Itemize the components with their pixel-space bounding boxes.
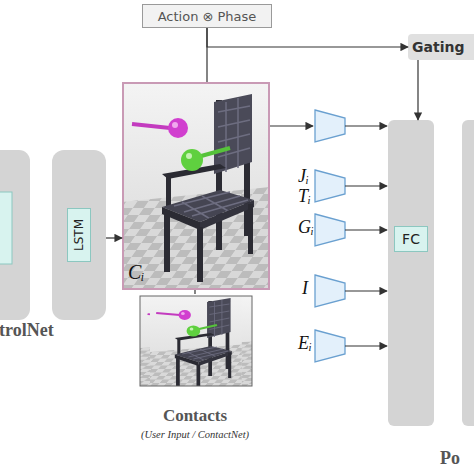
input-symbol: Gᵢ [298, 217, 314, 238]
contact-image-box: Cᵢ [122, 82, 270, 290]
network-name: Po [440, 448, 460, 469]
input-symbol: Tᵢ [298, 186, 311, 207]
input-symbol: Eᵢ [298, 333, 312, 354]
input-symbol: I [302, 278, 308, 299]
encoder-symbols [315, 110, 345, 362]
gating-box: Gating [408, 34, 474, 60]
fc-layer: FC [388, 120, 434, 426]
input-box: Action ⊗ Phase [142, 4, 272, 28]
connector [106, 237, 122, 238]
connector [194, 290, 195, 294]
network-bar [0, 150, 30, 320]
image-frame [140, 296, 252, 386]
input-symbol: Jᵢ [298, 166, 309, 187]
node-text: Cᵢ [128, 261, 145, 284]
node-text: Gating [412, 39, 464, 55]
contacts-box: Contacts (User Input / ContactNet) [110, 294, 280, 454]
node-text: LSTM [67, 208, 91, 262]
connector [206, 28, 207, 82]
network-name: trolNet [0, 320, 54, 341]
contacts-image [140, 296, 252, 386]
network-bar [462, 120, 474, 426]
network-layer [0, 192, 12, 264]
node-text: Contacts [163, 406, 227, 426]
node-text: FC [394, 226, 428, 252]
connector [207, 28, 408, 47]
node-text: (User Input / ContactNet) [141, 429, 249, 440]
connector [417, 60, 418, 120]
node-text: Action ⊗ Phase [158, 9, 257, 24]
feature-wires [270, 126, 387, 346]
chair-image [122, 82, 270, 290]
lstm-layer: LSTM [52, 150, 106, 320]
